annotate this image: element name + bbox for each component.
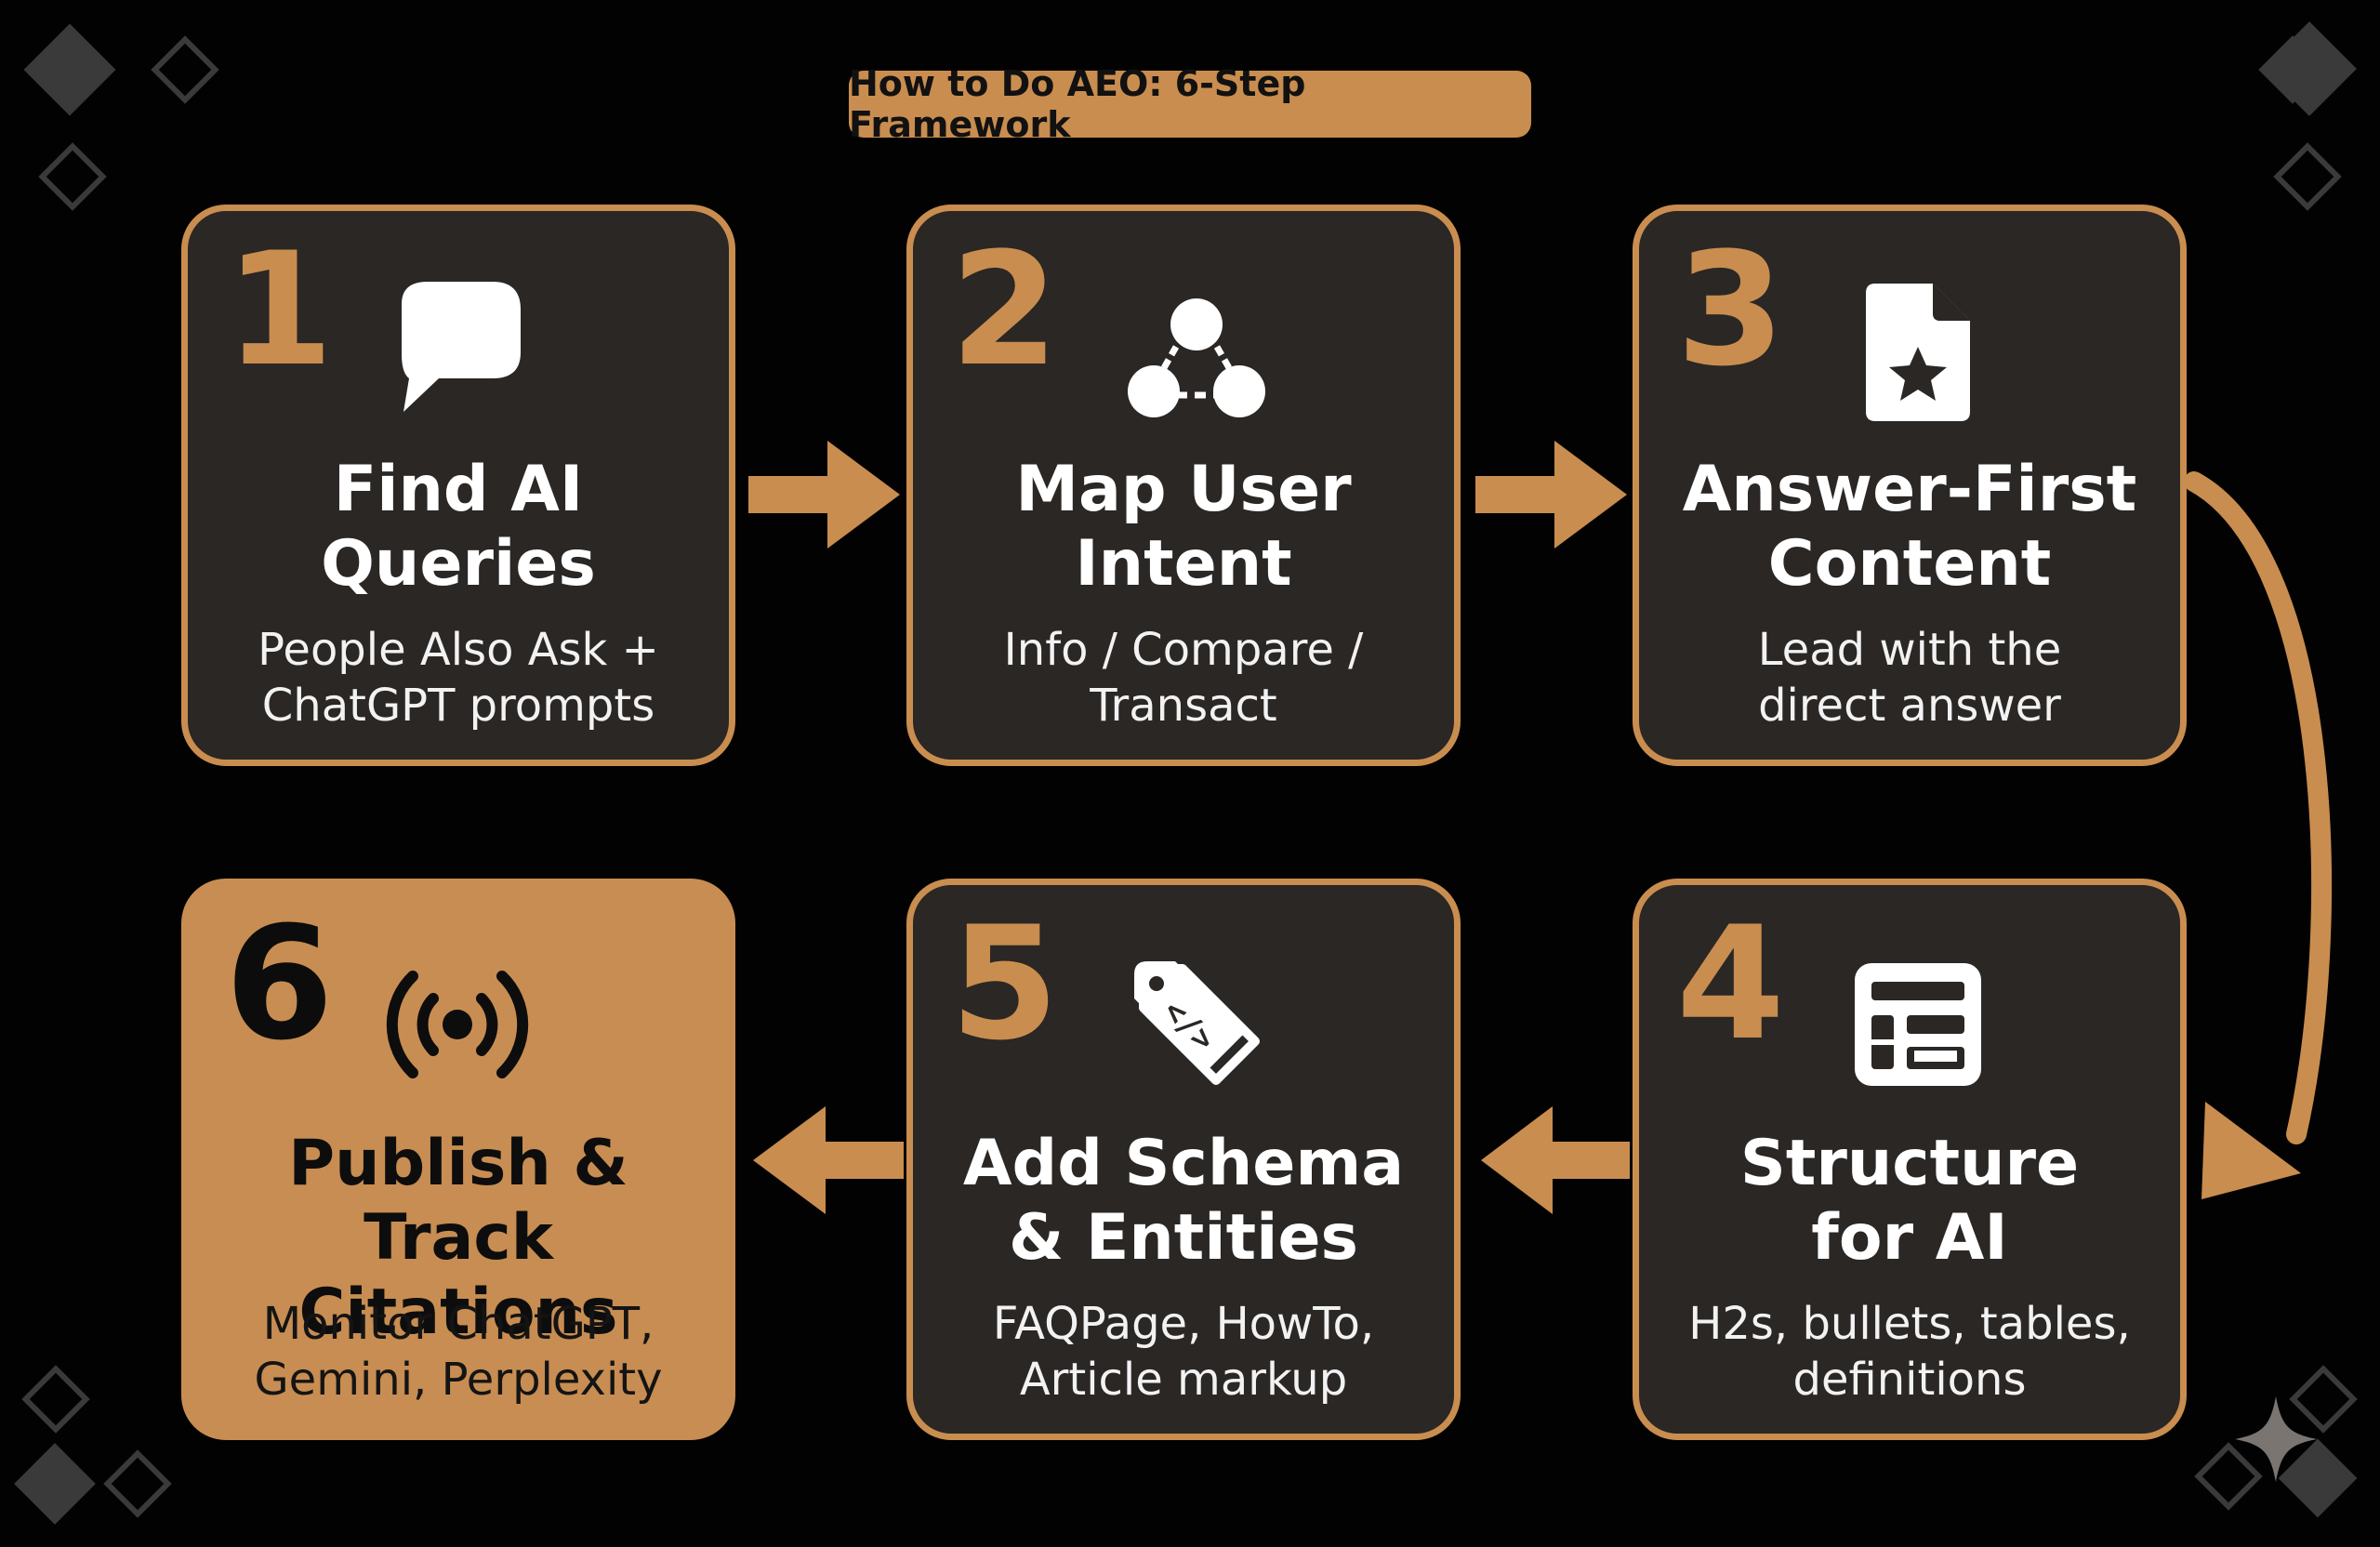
arrow-step3-to-step4: [2184, 471, 2333, 1144]
step-number: 1: [225, 218, 334, 401]
step-description: Info / Compare / Transact: [1003, 624, 1364, 732]
step-number: 6: [225, 892, 334, 1075]
diamond-decoration: [23, 23, 116, 116]
step-card-5: 5 </> Add Schema & Entities FAQPage, How…: [906, 879, 1461, 1440]
arrow-step2-to-step3: [1475, 441, 1627, 549]
diamond-outline-decoration: [103, 1449, 172, 1518]
diamond-outline-decoration: [2258, 35, 2327, 104]
diamond-outline-decoration: [151, 35, 219, 104]
arrow-step3-to-step4-head: [2202, 1102, 2301, 1199]
page-title: How to Do AEO: 6-Step Framework: [849, 63, 1531, 145]
arrow-step4-to-step5: [1481, 1106, 1630, 1214]
diamond-outline-decoration: [38, 142, 107, 211]
code-tag-icon: </>: [1117, 950, 1266, 1099]
step-card-1: 1 Find AI Queries People Also Ask + Chat…: [181, 205, 735, 766]
step-description: Lead with the direct answer: [1757, 624, 2062, 732]
sparkle-icon: [2235, 1396, 2317, 1482]
user-intent-network-icon: [1122, 276, 1271, 425]
step-number: 2: [950, 218, 1059, 401]
step-description: Monitor ChatGPT, Gemini, Perplexity: [254, 1298, 663, 1406]
diamond-decoration: [2262, 21, 2357, 116]
arrow-step1-to-step2: [748, 441, 900, 549]
step-description: H2s, bullets, tables, definitions: [1688, 1298, 2131, 1406]
step-card-3: 3 Answer-First Content Lead with the dir…: [1633, 205, 2187, 766]
step-card-6: 6 Publish & Track Citations Monitor Chat…: [181, 879, 735, 1440]
diamond-outline-decoration: [21, 1365, 90, 1434]
document-star-icon: [1844, 276, 1992, 425]
step-number: 5: [950, 892, 1059, 1075]
step-heading: Find AI Queries: [321, 453, 596, 601]
diamond-outline-decoration: [2289, 1365, 2358, 1434]
diamond-outline-decoration: [2273, 142, 2342, 211]
step-heading: Add Schema & Entities: [962, 1127, 1405, 1275]
step-heading: Answer-First Content: [1682, 453, 2137, 601]
step-description: People Also Ask + ChatGPT prompts: [258, 624, 659, 732]
diamond-outline-decoration: [2194, 1442, 2263, 1511]
step-card-2: 2 Map User Intent Info / Compare / Trans…: [906, 205, 1461, 766]
step-number: 3: [1676, 218, 1785, 401]
arrow-step5-to-step6: [753, 1106, 904, 1214]
step-heading: Publish & Track Citations: [288, 1127, 628, 1349]
step-number: 4: [1676, 892, 1785, 1075]
step-card-4: 4 Structure for AI H2s, bullets, tables,…: [1633, 879, 2187, 1440]
diamond-decoration: [2278, 1438, 2358, 1518]
step-description: FAQPage, HowTo, Article markup: [992, 1298, 1375, 1406]
broadcast-signal-icon: [383, 950, 532, 1099]
diamond-decoration: [14, 1443, 96, 1525]
layout-structure-icon: [1844, 950, 1992, 1099]
step-heading: Structure for AI: [1739, 1127, 2080, 1275]
step-heading: Map User Intent: [1015, 453, 1352, 601]
speech-bubble-icon: [383, 276, 532, 425]
